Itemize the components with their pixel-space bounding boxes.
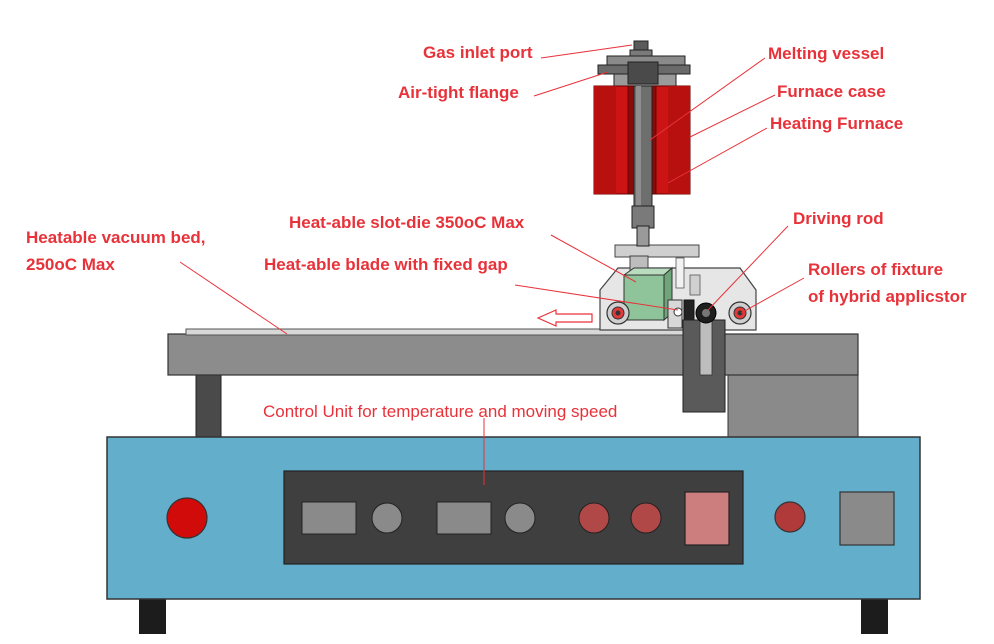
label-rollers-line1: Rollers of fixture xyxy=(808,260,943,279)
label-slot-die: Heat-able slot-die 350oC Max xyxy=(289,213,525,232)
right-roller xyxy=(728,301,752,325)
label-blade: Heat-able blade with fixed gap xyxy=(264,255,508,274)
bed-left-leg xyxy=(195,373,222,439)
label-gas-inlet-port: Gas inlet port xyxy=(423,43,533,62)
label-heating-furnace: Heating Furnace xyxy=(770,114,903,133)
bed-right-support xyxy=(727,373,859,439)
gas-inlet-port xyxy=(629,40,653,57)
leader-heating-furnace xyxy=(667,127,768,184)
blade xyxy=(667,299,695,329)
melting-vessel-rod xyxy=(631,85,655,247)
leader-lines xyxy=(179,44,805,485)
label-heatable-vacuum-bed-line1: Heatable vacuum bed, xyxy=(26,228,206,247)
panel-red-button-1[interactable] xyxy=(578,502,610,534)
leader-blade xyxy=(514,284,679,311)
leader-vacuum-bed xyxy=(179,261,288,335)
leader-gas-inlet xyxy=(540,44,633,59)
label-rollers-line2: of hybrid applicstor xyxy=(808,287,967,306)
air-tight-flange xyxy=(597,55,691,87)
speed-display xyxy=(436,501,492,535)
leader-rollers xyxy=(740,277,805,314)
leader-slot-die xyxy=(550,234,637,283)
label-heatable-vacuum-bed-line2: 250oC Max xyxy=(26,255,115,274)
leader-driving-rod xyxy=(707,225,789,311)
driving-rod-assembly xyxy=(682,302,726,413)
panel-pink-switch[interactable] xyxy=(684,491,730,546)
left-foot xyxy=(139,598,166,634)
label-furnace-case: Furnace case xyxy=(777,82,886,101)
left-roller xyxy=(606,301,630,325)
leader-furnace-case xyxy=(689,94,776,138)
speed-knob[interactable] xyxy=(504,502,536,534)
slot-die xyxy=(622,266,674,322)
label-air-tight-flange: Air-tight flange xyxy=(398,83,519,102)
vacuum-bed xyxy=(167,333,859,376)
movement-direction-arrow xyxy=(536,309,593,327)
leader-melting-vessel xyxy=(649,57,766,141)
panel-red-button-2[interactable] xyxy=(630,502,662,534)
right-red-button[interactable] xyxy=(774,501,806,533)
temperature-display xyxy=(301,501,357,535)
leader-flange xyxy=(533,71,609,97)
label-melting-vessel: Melting vessel xyxy=(768,44,884,63)
temperature-knob[interactable] xyxy=(371,502,403,534)
control-panel xyxy=(283,470,744,565)
red-power-button[interactable] xyxy=(166,497,208,539)
right-foot xyxy=(861,598,888,634)
label-driving-rod: Driving rod xyxy=(793,209,884,228)
right-square-switch[interactable] xyxy=(839,491,895,546)
label-control-unit: Control Unit for temperature and moving … xyxy=(263,402,617,421)
